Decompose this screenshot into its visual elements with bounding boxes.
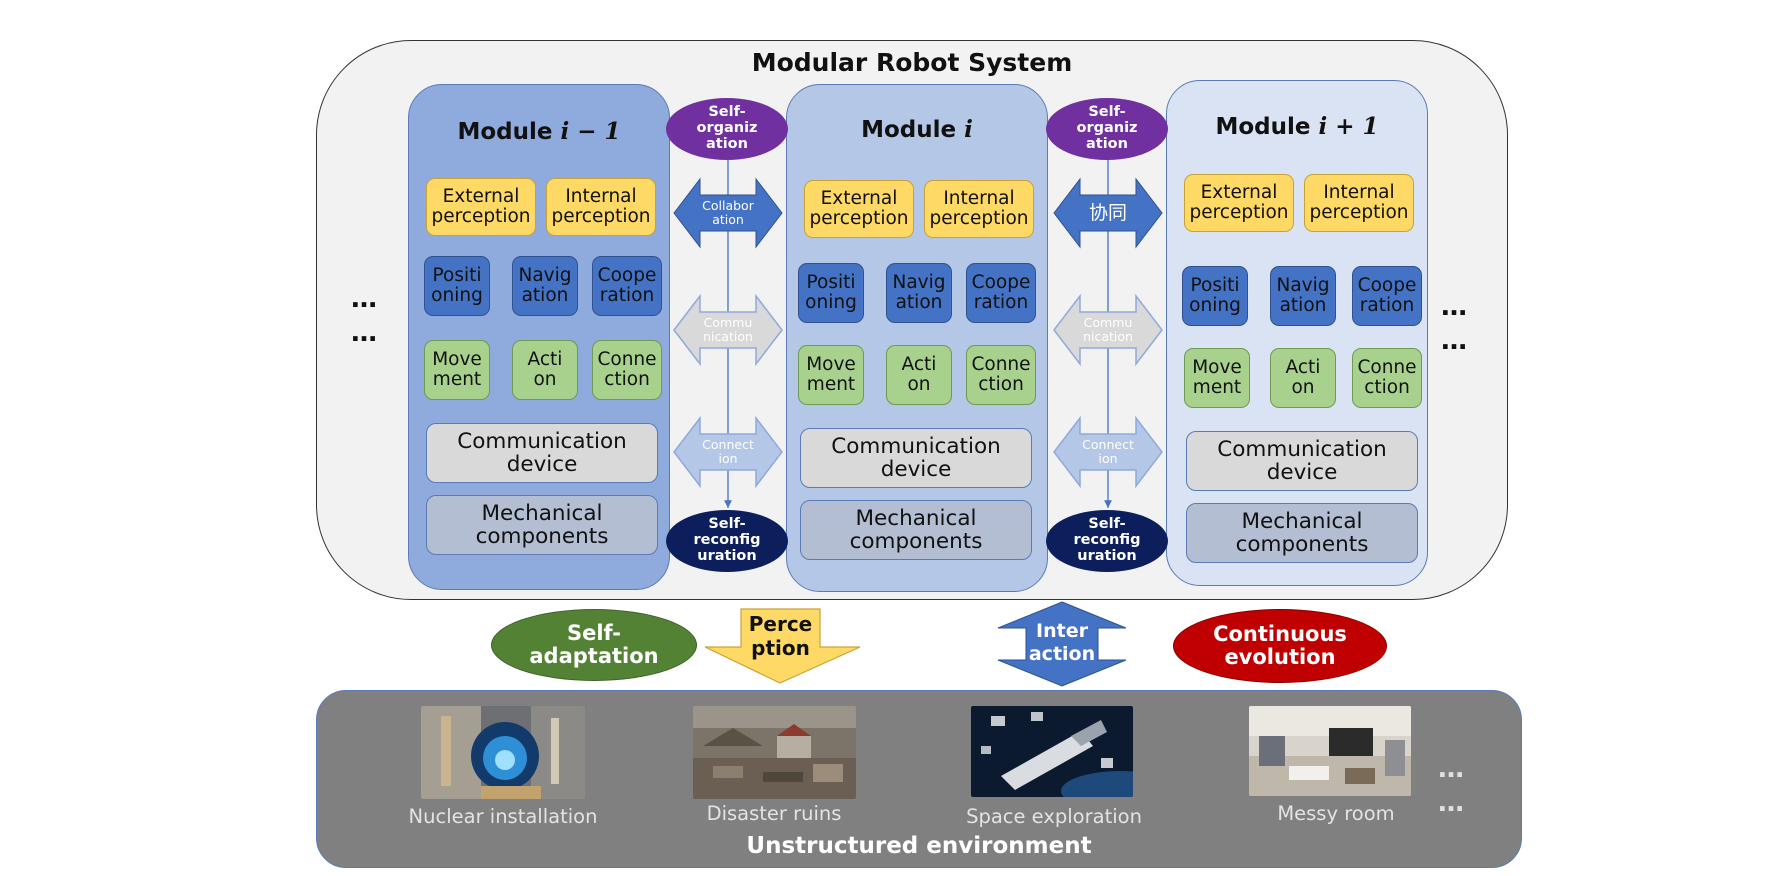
ellipsis-right: …… — [1441, 292, 1467, 356]
space-exploration-photo — [971, 706, 1133, 797]
self-adaptation-oval: Self-adaptation — [491, 609, 697, 681]
module-column-3 — [1166, 80, 1428, 586]
system-title: Modular Robot System — [751, 48, 1073, 77]
collaboration-arrow-1 — [673, 177, 783, 249]
module-label: Module — [457, 119, 553, 145]
module-title-3: Module i + 1 — [1166, 113, 1428, 140]
ellipsis-environment: …… — [1438, 754, 1464, 818]
perception-arrow — [704, 608, 861, 684]
scene-caption: Messy room — [1277, 802, 1395, 825]
module-title-1: Module i − 1 — [408, 118, 670, 145]
module-index: i + 1 — [1318, 113, 1379, 140]
module-label: Module — [861, 117, 957, 143]
module-label: Module — [1215, 114, 1311, 140]
disaster-ruins-photo — [693, 706, 856, 799]
collaboration-arrow-2 — [1053, 177, 1163, 249]
nuclear-installation-photo — [421, 706, 585, 799]
scene-caption: Nuclear installation — [408, 805, 598, 828]
scene-caption: Disaster ruins — [706, 802, 842, 825]
connection-arrow-1 — [673, 415, 783, 489]
module-index: i − 1 — [560, 118, 621, 145]
module-title-2: Module i — [786, 116, 1048, 143]
scene-caption: Space exploration — [966, 805, 1142, 828]
connection-arrow-2 — [1053, 415, 1163, 489]
module-index: i — [964, 116, 973, 143]
interaction-arrow — [997, 601, 1127, 687]
environment-title: Unstructured environment — [746, 833, 1092, 859]
communication-arrow-1 — [673, 293, 783, 367]
ellipsis-left: …… — [351, 284, 377, 348]
collaboration-label-2: 协同 — [1088, 201, 1127, 224]
communication-arrow-2 — [1053, 293, 1163, 367]
messy-room-photo — [1249, 706, 1411, 796]
